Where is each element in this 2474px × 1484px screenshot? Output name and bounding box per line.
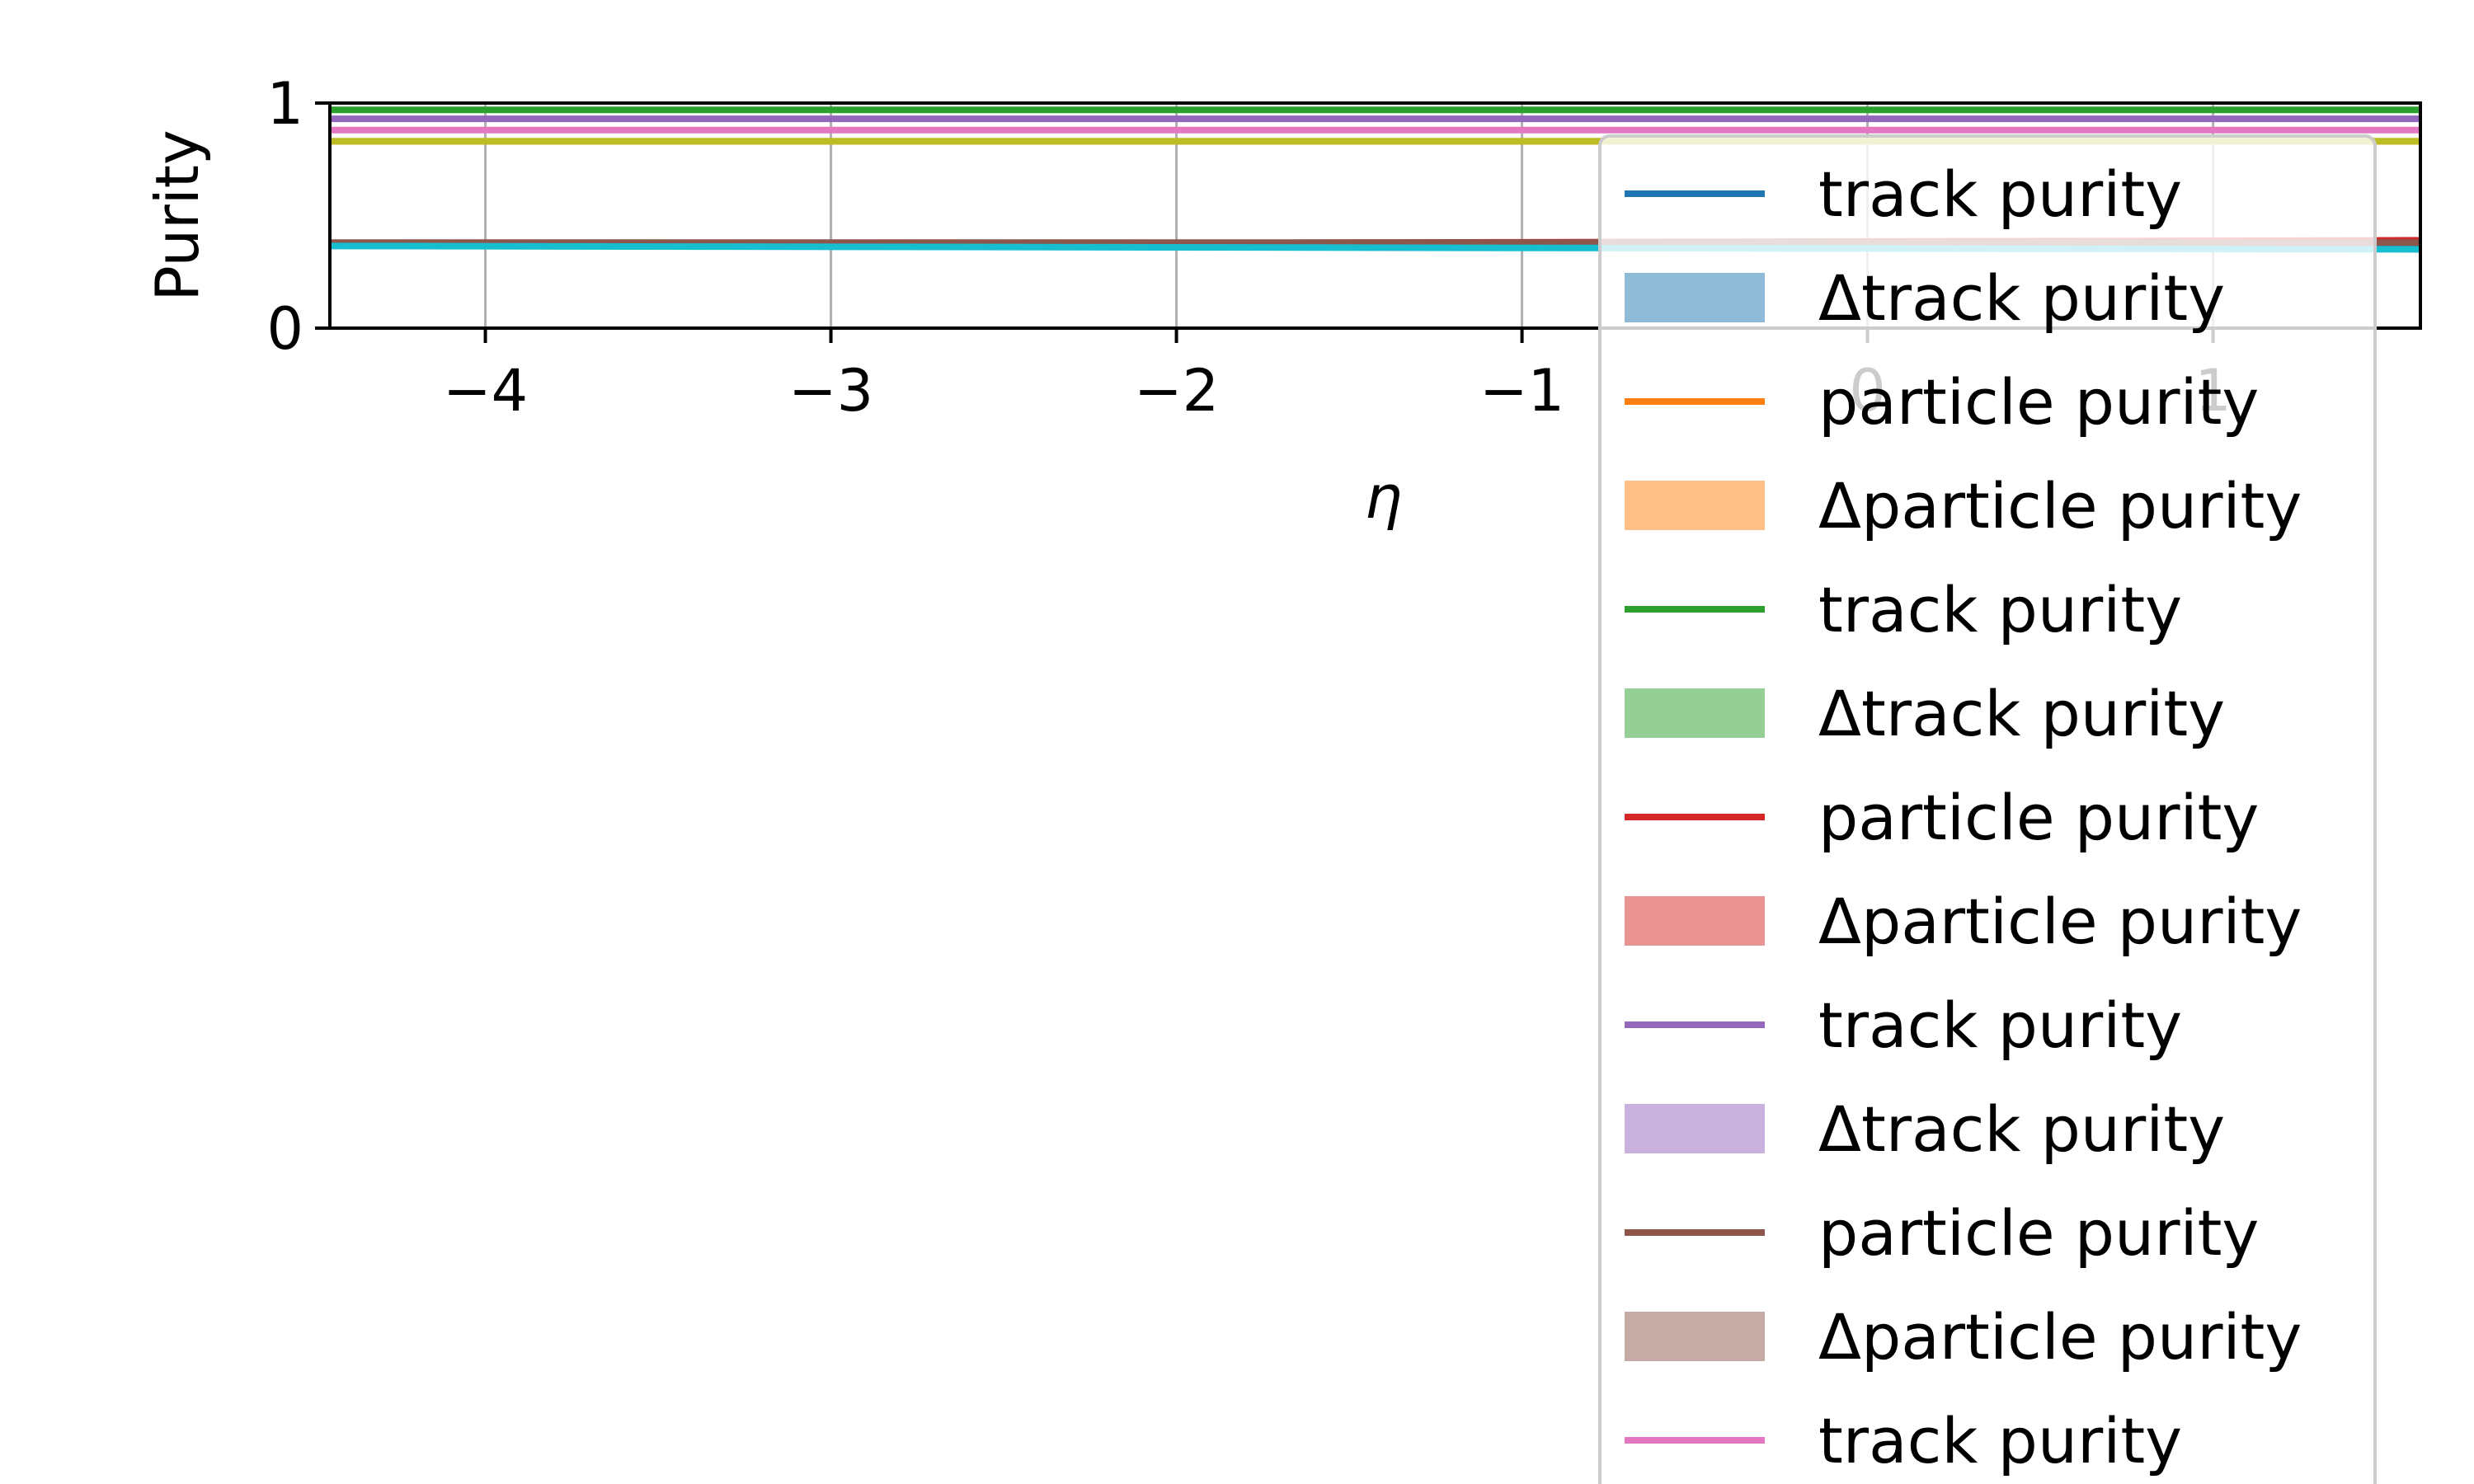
- legend-entry-label: Δparticle purity: [1818, 1300, 2302, 1374]
- plot-frame: [328, 101, 2422, 330]
- legend-entry-label: track purity: [1818, 157, 2182, 231]
- x-axis-title: η: [1365, 463, 1403, 532]
- legend-swatch: [1625, 688, 1765, 738]
- legend-entry-label: Δparticle purity: [1818, 885, 2302, 958]
- legend-entry-label: Δtrack purity: [1818, 1092, 2225, 1166]
- y-axis-title: Purity: [143, 129, 212, 301]
- legend-box: [1598, 134, 2377, 1484]
- legend-entry-label: particle purity: [1818, 365, 2259, 439]
- legend-swatch: [1625, 273, 1765, 322]
- legend-entry-label: Δparticle purity: [1818, 469, 2302, 542]
- x-tick-label: −1: [1479, 357, 1564, 425]
- x-tick-label: −4: [443, 357, 528, 425]
- legend-swatch: [1625, 896, 1765, 946]
- legend-entry-label: track purity: [1818, 989, 2182, 1062]
- legend-entry-label: particle purity: [1818, 781, 2259, 854]
- legend-swatch: [1625, 481, 1765, 530]
- legend-entry-label: track purity: [1818, 1404, 2182, 1477]
- legend-entry-label: Δtrack purity: [1818, 677, 2225, 750]
- x-tick-label: −2: [1134, 357, 1219, 425]
- y-tick-label: 0: [266, 295, 303, 363]
- x-tick-label: −3: [788, 357, 873, 425]
- y-tick-label: 1: [266, 70, 303, 138]
- legend-swatch: [1625, 1312, 1765, 1361]
- y-axis-ticks: 01: [266, 70, 330, 363]
- legend-swatch: [1625, 1104, 1765, 1153]
- legend-entry-label: particle purity: [1818, 1196, 2259, 1270]
- data-series: [330, 106, 2420, 253]
- legend-entry-label: track purity: [1818, 573, 2182, 646]
- legend-entry-label: Δtrack purity: [1818, 261, 2225, 335]
